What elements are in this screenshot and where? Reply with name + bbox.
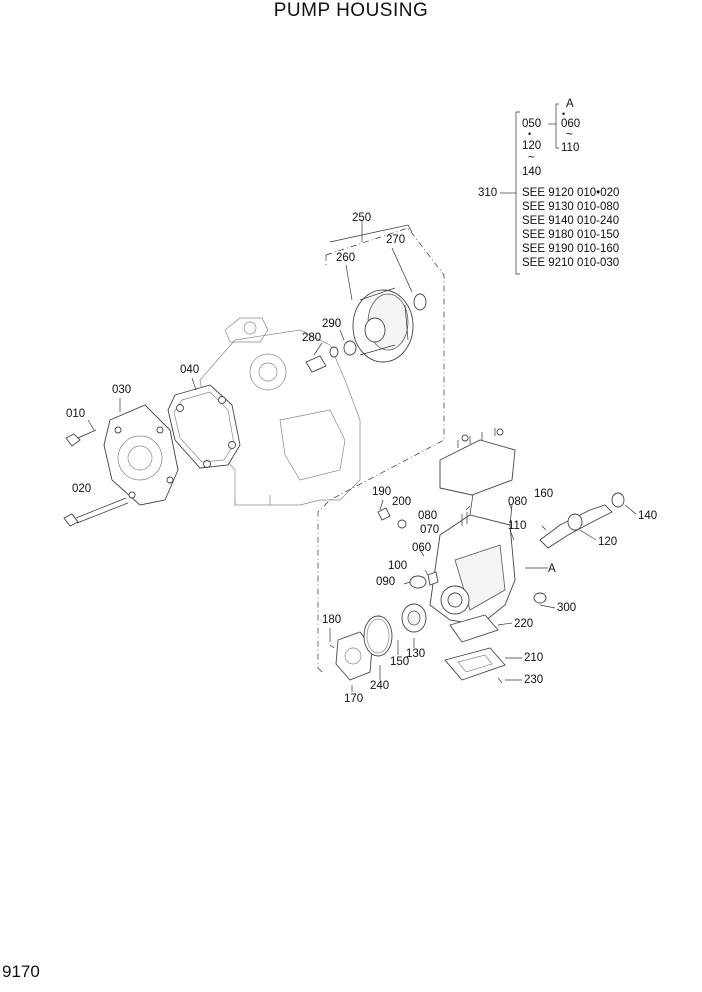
legend-see-ref: SEE 9210 010-030	[522, 257, 620, 269]
callout-080-right: 080	[508, 496, 528, 508]
bolt-020	[63, 497, 129, 527]
legend-see-ref: SEE 9120 010•020	[522, 187, 620, 199]
callout-220: 220	[514, 618, 534, 630]
callout-150: 150	[390, 656, 410, 668]
assembly-lines	[317, 224, 445, 673]
legend-a-tilde: ~	[566, 129, 573, 141]
callout-070: 070	[420, 524, 440, 536]
engine-housing	[199, 317, 361, 506]
callout-190: 190	[372, 486, 392, 498]
legend-a-label: A	[566, 98, 574, 110]
legend-a-bottom: 110	[561, 142, 580, 154]
gasket-220	[449, 614, 499, 643]
bolt-010	[65, 429, 97, 447]
callout-090: 090	[376, 576, 396, 588]
legend-see-ref: SEE 9190 010-160	[522, 243, 620, 255]
callout-310: 310	[478, 187, 498, 199]
gear-small-parts	[305, 293, 427, 373]
ball-bearing	[401, 603, 427, 633]
legend-a-top: 060	[561, 118, 581, 130]
page-title: PUMP HOUSING	[273, 0, 429, 21]
front-cover	[103, 404, 179, 506]
callout-030: 030	[112, 384, 132, 396]
plate-210	[444, 647, 506, 681]
callout-280: 280	[302, 332, 322, 344]
callout-110: 110	[508, 520, 527, 532]
callout-a: A	[548, 563, 556, 575]
camshaft	[539, 492, 625, 549]
legend-bracket	[500, 103, 559, 275]
o-ring	[363, 615, 393, 657]
callout-100: 100	[388, 560, 408, 572]
page-number: 9170	[2, 962, 40, 981]
legend-range-tilde: ~	[528, 152, 535, 164]
legend-a-dot: •	[562, 109, 566, 119]
callout-240: 240	[370, 680, 390, 692]
callout-020: 020	[72, 483, 92, 495]
callout-290: 290	[322, 318, 342, 330]
callout-250: 250	[352, 212, 372, 224]
flange-plate	[335, 631, 373, 681]
delivery-valve-holder	[439, 428, 516, 496]
injection-pump	[429, 474, 516, 626]
callout-300: 300	[557, 602, 577, 614]
legend-range-end: 140	[522, 166, 542, 178]
callout-200: 200	[392, 496, 412, 508]
callout-170: 170	[344, 693, 364, 705]
callout-230: 230	[524, 674, 544, 686]
callout-140: 140	[638, 510, 658, 522]
callout-180: 180	[322, 614, 342, 626]
cover-gasket	[167, 384, 241, 469]
callout-210: 210	[524, 652, 544, 664]
callout-130: 130	[406, 648, 426, 660]
legend-see-ref: SEE 9180 010-150	[522, 229, 620, 241]
callout-120: 120	[598, 536, 618, 548]
callout-010: 010	[66, 408, 86, 420]
leader-lines	[87, 220, 637, 692]
legend-see-ref: SEE 9140 010-240	[522, 215, 620, 227]
callout-040: 040	[180, 364, 200, 376]
callout-270: 270	[386, 234, 406, 246]
callout-060: 060	[412, 542, 432, 554]
legend-range-dot: •	[528, 129, 532, 139]
legend-range-start: 050	[522, 118, 542, 130]
legend-see-ref: SEE 9130 010-080	[522, 201, 620, 213]
callout-160: 160	[534, 488, 554, 500]
drive-gear	[352, 287, 414, 363]
callout-260: 260	[336, 252, 356, 264]
small-hardware	[329, 507, 547, 684]
legend-range-mid: 120	[522, 140, 542, 152]
callout-080-left: 080	[418, 510, 438, 522]
